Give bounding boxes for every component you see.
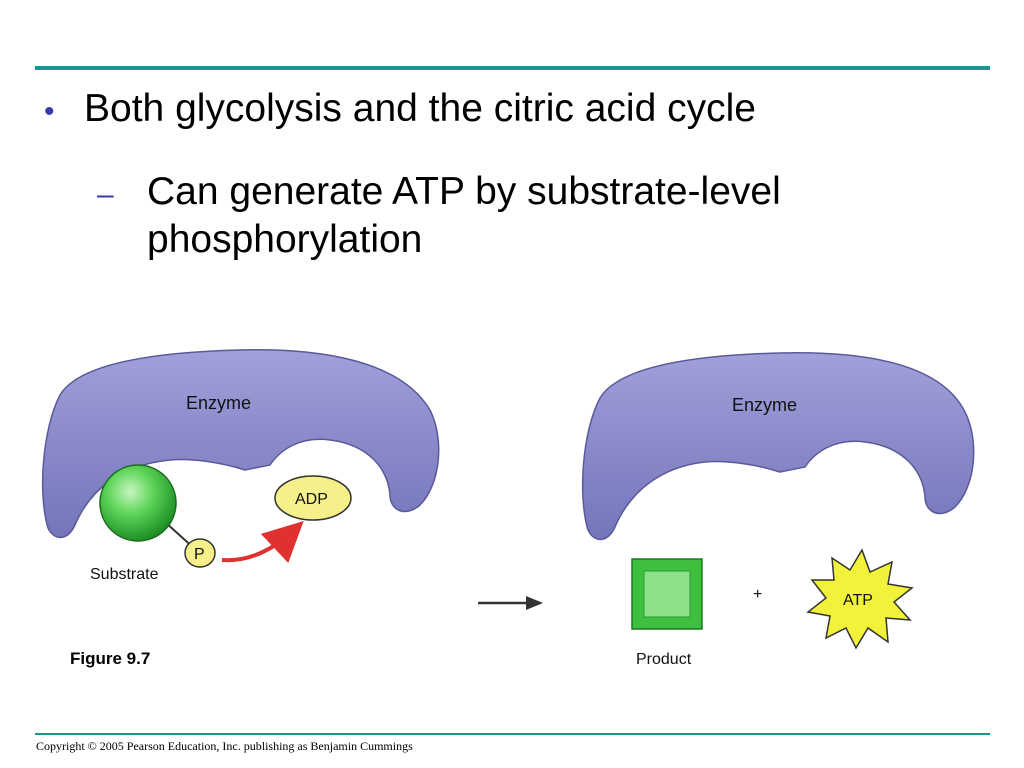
enzyme-left-shape	[41, 349, 440, 539]
main-bullet: • Both glycolysis and the citric acid cy…	[44, 86, 756, 132]
phosphate-label: P	[194, 546, 205, 563]
bullet-symbol: •	[44, 95, 55, 128]
sub-bullet: – Can generate ATP by substrate-level ph…	[97, 168, 847, 264]
adp-ellipse	[274, 475, 352, 521]
enzyme-right-label: Enzyme	[732, 395, 797, 415]
substrate-label: Substrate	[90, 566, 159, 583]
copyright-text: Copyright © 2005 Pearson Education, Inc.…	[36, 739, 413, 753]
reaction-arrow-head	[526, 596, 543, 610]
bullet-text: Both glycolysis and the citric acid cycl…	[84, 87, 756, 130]
plus-sign: +	[753, 586, 762, 603]
product-label: Product	[636, 651, 692, 668]
atp-label: ATP	[843, 592, 873, 609]
top-rule	[35, 66, 990, 70]
product-square-face	[643, 570, 691, 618]
sub-bullet-dash: –	[97, 178, 114, 211]
sub-bullet-text: Can generate ATP by substrate-level phos…	[147, 170, 781, 261]
substrate-sphere	[99, 464, 177, 542]
phosphate-transfer-arrow	[221, 521, 304, 564]
adp-label: ADP	[295, 491, 328, 508]
figure-label: Figure 9.7	[70, 649, 150, 668]
atp-starburst	[806, 548, 914, 650]
enzyme-left-label: Enzyme	[186, 393, 251, 413]
enzyme-right-shape	[581, 352, 975, 541]
bottom-rule	[35, 733, 990, 735]
phosphate-circle	[184, 538, 216, 568]
